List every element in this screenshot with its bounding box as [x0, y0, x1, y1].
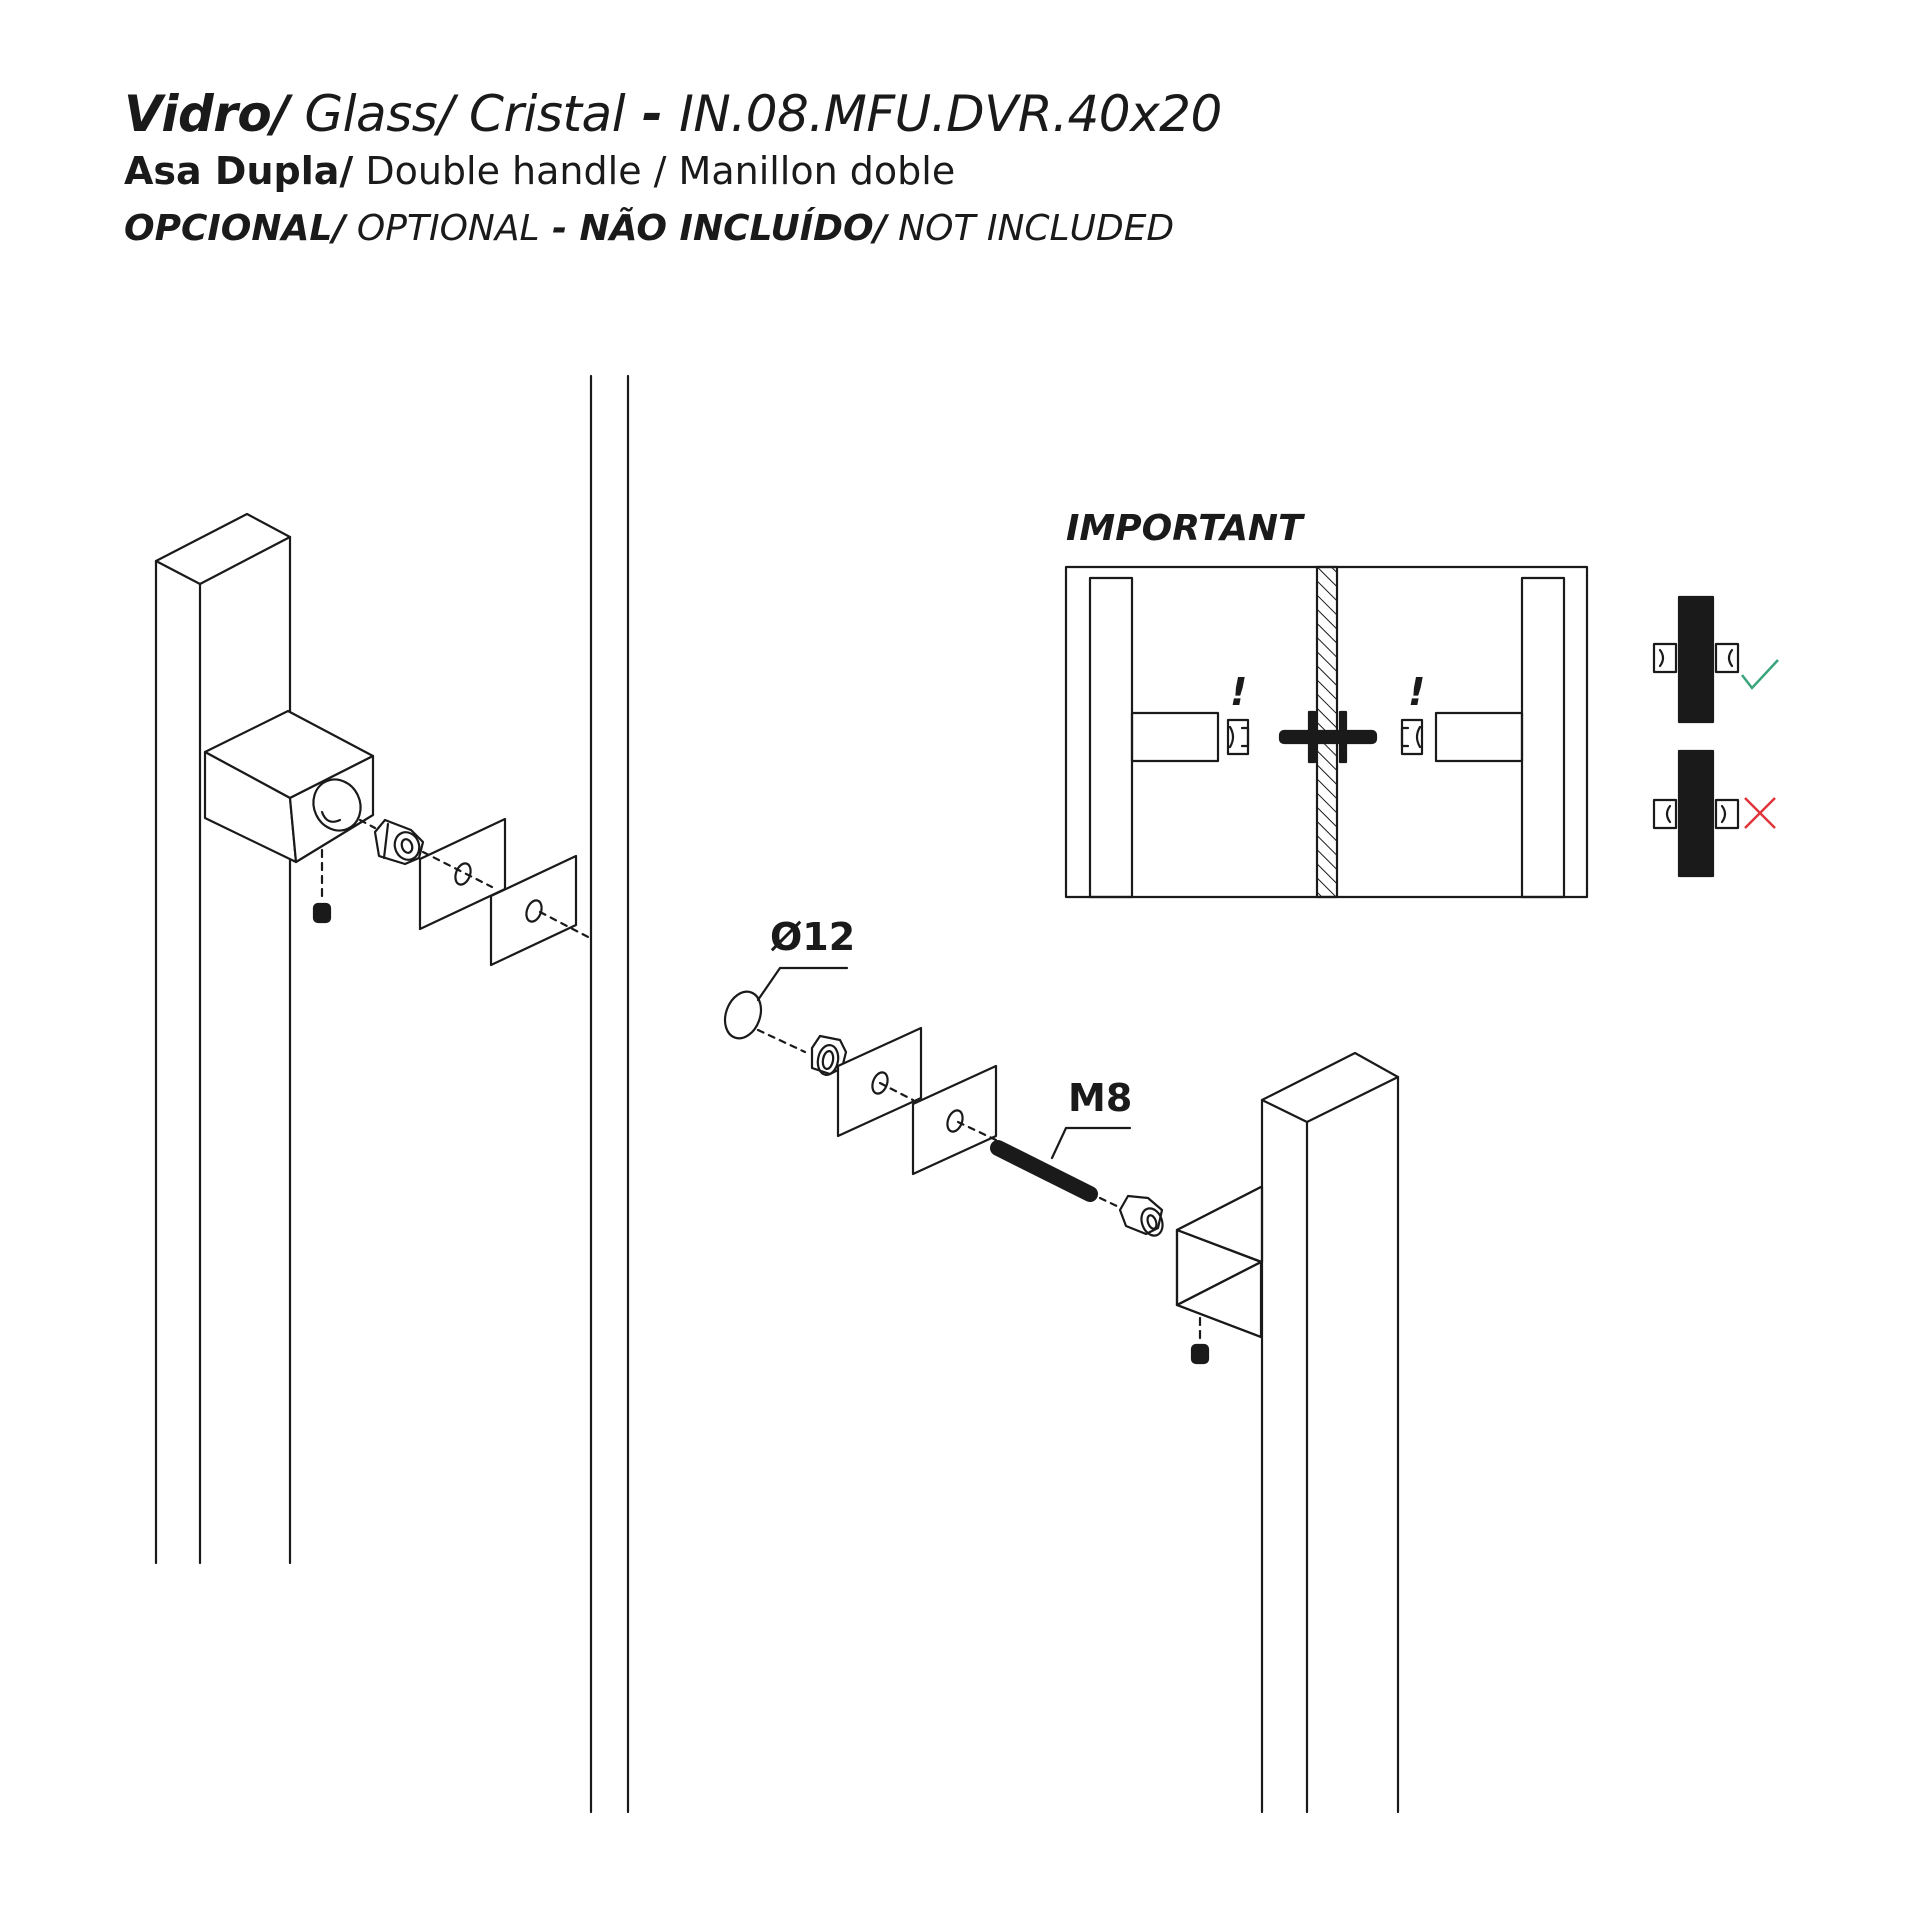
- right-standoff: [1175, 1185, 1264, 1339]
- left-set-screw: [312, 848, 332, 924]
- check-icon: [1741, 659, 1779, 690]
- warning-mark-right: !: [1408, 670, 1425, 714]
- subtitle-rest: Double handle / Manillon doble: [353, 149, 956, 193]
- cross-icon: [1744, 797, 1776, 829]
- cap-disc: [723, 966, 849, 1040]
- right-handle-bar: [1260, 1051, 1400, 1814]
- right-washer-2: [911, 1064, 998, 1176]
- warning-mark-left: !: [1230, 670, 1247, 714]
- correct-example: [1652, 595, 1740, 724]
- right-washer-1: [836, 1026, 923, 1138]
- title-code: IN.08.MFU.DVR.40x20: [679, 85, 1222, 143]
- important-box: [1064, 565, 1589, 899]
- subtitle-bold: Asa Dupla/: [124, 149, 354, 193]
- right-small-bushing: [1118, 1194, 1164, 1237]
- left-handle-bar: [154, 512, 292, 1565]
- header: Vidro/ Glass/ Cristal - IN.08.MFU.DVR.40…: [124, 84, 1222, 254]
- threaded-rod-m8: [990, 1126, 1132, 1202]
- left-standoff: [203, 709, 375, 864]
- title-sep: -: [625, 85, 680, 143]
- note-bold-2: - NÃO INCLUÍDO/: [539, 208, 887, 249]
- title: Vidro/ Glass/ Cristal - IN.08.MFU.DVR.40…: [124, 84, 1222, 144]
- optional-note: OPCIONAL/ OPTIONAL - NÃO INCLUÍDO/ NOT I…: [124, 204, 1222, 254]
- glass-panel: [589, 374, 630, 1814]
- left-bushing: [373, 818, 425, 866]
- title-rest: Glass/ Cristal: [289, 85, 626, 143]
- right-bushing: [810, 1034, 848, 1076]
- note-rest-1: OPTIONAL: [345, 208, 540, 249]
- diameter-label: Ø12: [770, 915, 855, 959]
- incorrect-example: [1652, 749, 1740, 878]
- thread-label: M8: [1068, 1076, 1132, 1120]
- note-bold-1: OPCIONAL/: [124, 208, 346, 249]
- right-set-screw: [1190, 1316, 1210, 1365]
- note-rest-2: NOT INCLUDED: [886, 208, 1175, 249]
- important-label: IMPORTANT: [1066, 508, 1305, 549]
- subtitle: Asa Dupla/ Double handle / Manillon dobl…: [124, 146, 1222, 196]
- title-bold: Vidro/: [124, 85, 290, 143]
